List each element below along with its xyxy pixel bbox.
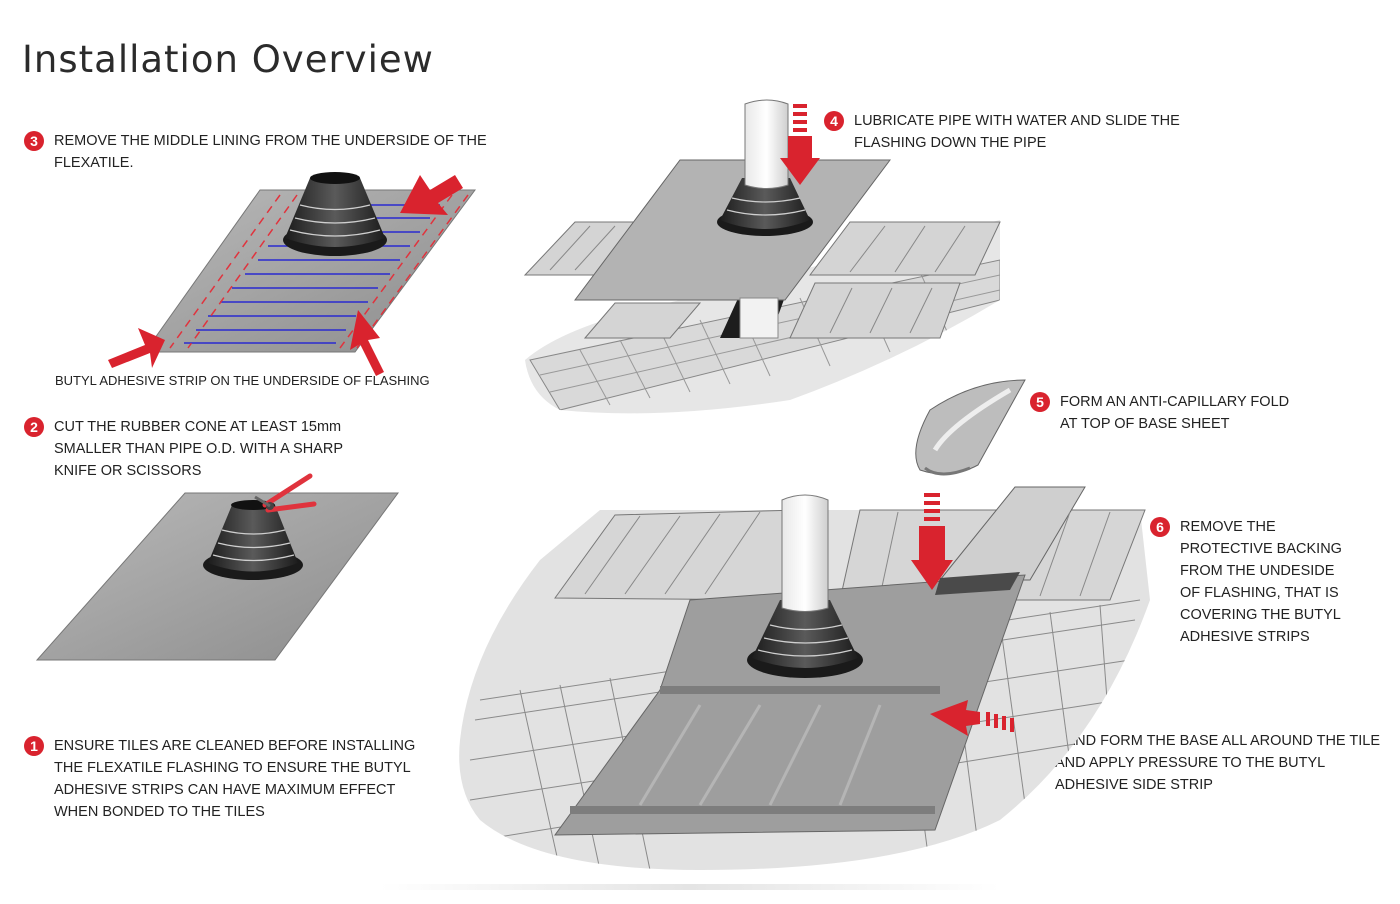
step-2-text: CUT THE RUBBER CONE AT LEAST 15mm SMALLE… <box>54 419 343 479</box>
step-3-arrow-top <box>400 175 463 215</box>
step-3-arrow-right <box>350 310 384 376</box>
step-6-badge: 6 <box>1150 517 1170 537</box>
step-6-tile-row-upper <box>554 486 1146 601</box>
scissors-icon <box>254 473 317 513</box>
step-4-badge: 4 <box>824 111 844 131</box>
step-7: 7 HAND FORM THE BASE ALL AROUND THE TILE… <box>1025 730 1385 796</box>
step-5-arrow <box>911 493 953 590</box>
step-4-text: LUBRICATE PIPE WITH WATER AND SLIDE THE … <box>854 113 1180 151</box>
step-3-text: REMOVE THE MIDDLE LINING FROM THE UNDERS… <box>54 133 487 171</box>
step-6-flashing-sheet <box>554 572 1026 836</box>
step-6: 6 REMOVE THE PROTECTIVE BACKING FROM THE… <box>1150 516 1360 648</box>
step-7-text: HAND FORM THE BASE ALL AROUND THE TILE A… <box>1055 733 1380 793</box>
step-6-cone <box>747 600 863 678</box>
page-title: Installation Overview <box>22 38 434 81</box>
step-3: 3 REMOVE THE MIDDLE LINING FROM THE UNDE… <box>24 130 524 174</box>
step-4-tile-row-upper <box>523 221 1001 276</box>
step-4: 4 LUBRICATE PIPE WITH WATER AND SLIDE TH… <box>824 110 1194 154</box>
step-1: 1 ENSURE TILES ARE CLEANED BEFORE INSTAL… <box>24 735 434 823</box>
step-5-badge: 5 <box>1030 392 1050 412</box>
step-2: 2 CUT THE RUBBER CONE AT LEAST 15mm SMAL… <box>24 416 404 482</box>
step-2-badge: 2 <box>24 417 44 437</box>
step-4-pipe <box>744 99 789 189</box>
step-5-text: FORM AN ANTI-CAPILLARY FOLD AT TOP OF BA… <box>1060 394 1290 432</box>
step-1-badge: 1 <box>24 736 44 756</box>
step-5-fold-piece <box>915 379 1026 476</box>
step-4-arrow <box>780 104 820 185</box>
step-7-arrow <box>930 700 1014 736</box>
butyl-strip-note: BUTYL ADHESIVE STRIP ON THE UNDERSIDE OF… <box>55 373 430 388</box>
step-3-badge: 3 <box>24 131 44 151</box>
step-2-flashing-sheet <box>35 492 399 661</box>
step-5: 5 FORM AN ANTI-CAPILLARY FOLD AT TOP OF … <box>1030 391 1310 435</box>
bottom-fade <box>380 884 1000 890</box>
step-1-text: ENSURE TILES ARE CLEANED BEFORE INSTALLI… <box>54 738 416 820</box>
step-4-flashing-sheet <box>574 159 891 339</box>
step-6-text: REMOVE THE PROTECTIVE BACKING FROM THE U… <box>1180 519 1342 645</box>
step-3-arrow-left <box>108 328 165 368</box>
step-6-pipe <box>781 494 829 612</box>
